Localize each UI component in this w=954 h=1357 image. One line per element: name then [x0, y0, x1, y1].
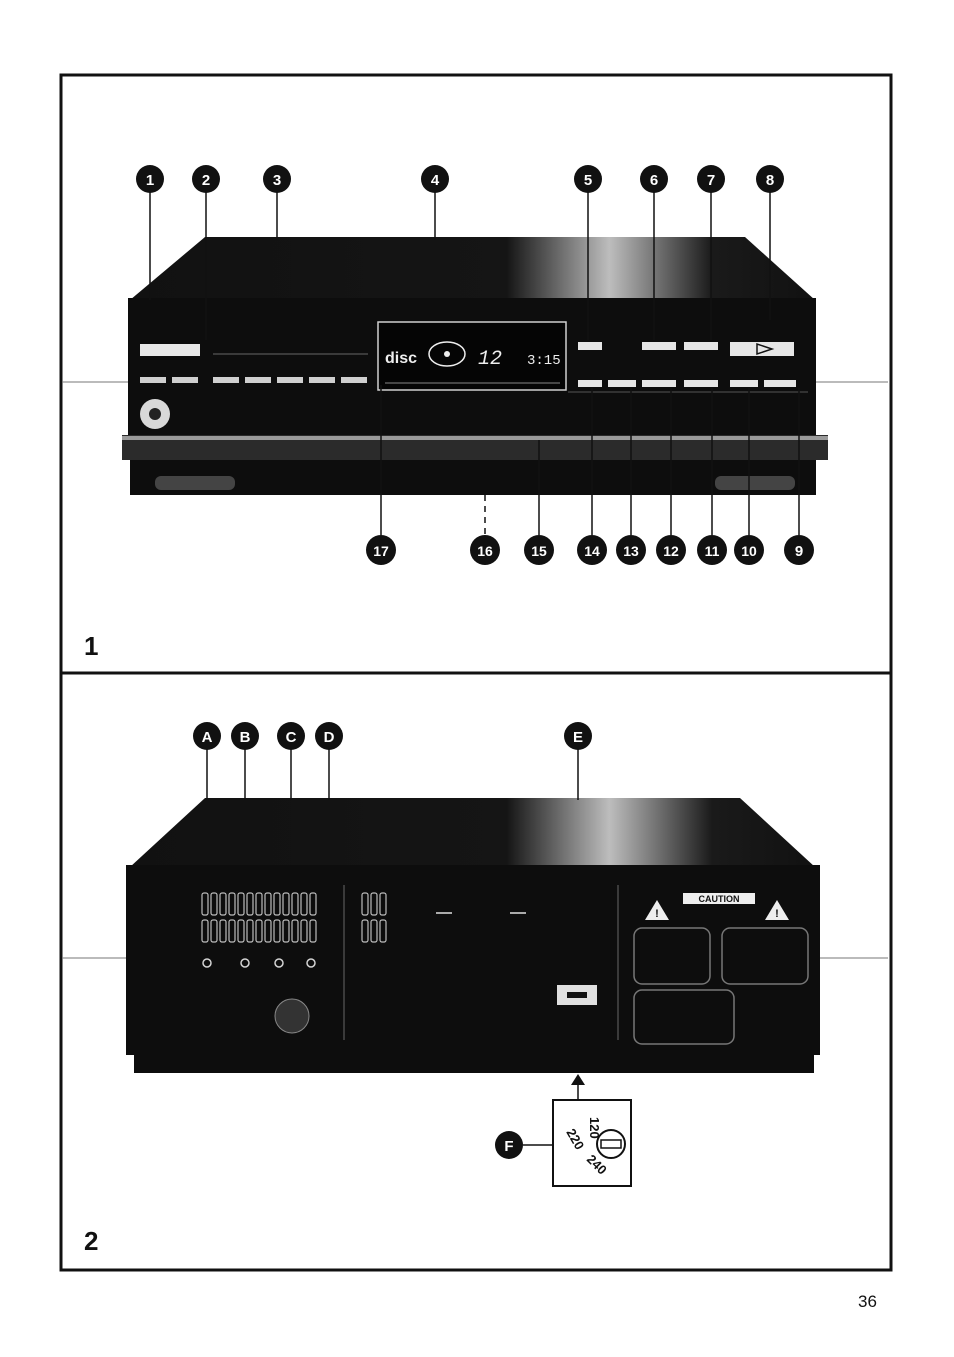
connector-socket	[274, 998, 310, 1034]
svg-text:3: 3	[273, 172, 281, 189]
figure-2-panel: ! ! CAUTION 120	[59, 671, 893, 1272]
svg-text:17: 17	[373, 543, 389, 559]
svg-text:16: 16	[477, 543, 493, 559]
display-time: 3:15	[527, 353, 561, 369]
callout-d: D	[315, 722, 343, 750]
disc-icon	[428, 341, 466, 367]
callout-12: 12	[656, 535, 686, 565]
callout-16: 16	[470, 535, 500, 565]
jack-a	[202, 958, 212, 968]
svg-text:13: 13	[623, 543, 639, 559]
callout-6: 6	[640, 165, 668, 193]
svg-text:!: !	[775, 908, 779, 920]
callout-e: E	[564, 722, 592, 750]
svg-text:11: 11	[705, 543, 720, 559]
figure-1-panel: disc 12 3:15	[59, 73, 893, 675]
warning-triangle-icon	[645, 900, 669, 920]
play-icon	[756, 342, 775, 356]
page-number: 36	[858, 1292, 877, 1311]
svg-text:A: A	[202, 729, 213, 746]
figure-2-label: 2	[84, 1226, 98, 1256]
caution-label-area: ! ! CAUTION	[633, 893, 809, 1045]
svg-text:E: E	[573, 729, 583, 746]
callout-10: 10	[734, 535, 764, 565]
callout-9: 9	[784, 535, 814, 565]
callout-2: 2	[192, 165, 220, 193]
callout-a: A	[193, 722, 221, 750]
svg-text:12: 12	[663, 543, 679, 559]
callout-5: 5	[574, 165, 602, 193]
cd-player-front: disc 12 3:15	[122, 237, 828, 495]
svg-text:9: 9	[795, 543, 803, 560]
display-disc-logo: disc	[385, 350, 417, 367]
voltage-dial	[596, 1129, 626, 1159]
svg-text:F: F	[504, 1138, 513, 1155]
svg-text:B: B	[240, 729, 251, 746]
jack-c	[274, 958, 284, 968]
svg-text:6: 6	[650, 172, 658, 189]
callout-8: 8	[756, 165, 784, 193]
play-button	[730, 342, 794, 356]
callout-17: 17	[366, 535, 396, 565]
caution-label: CAUTION	[699, 894, 740, 904]
voltage-selector-detail: 120 220 240	[552, 1099, 632, 1187]
svg-text:4: 4	[431, 172, 440, 189]
display-window: disc 12 3:15	[377, 321, 567, 391]
callout-1: 1	[136, 165, 164, 193]
callout-11: 11	[697, 535, 727, 565]
svg-text:D: D	[324, 729, 335, 746]
jack-b	[240, 958, 250, 968]
voltage-120: 120	[587, 1117, 602, 1139]
svg-text:2: 2	[202, 172, 210, 189]
svg-text:1: 1	[146, 172, 154, 189]
svg-text:15: 15	[531, 543, 547, 559]
callout-f: F	[495, 1131, 523, 1159]
svg-text:C: C	[286, 729, 297, 746]
cd-player-rear: ! ! CAUTION	[126, 798, 820, 1073]
callout-b: B	[231, 722, 259, 750]
svg-text:7: 7	[707, 172, 715, 189]
callout-3: 3	[263, 165, 291, 193]
svg-text:8: 8	[766, 172, 774, 189]
svg-text:14: 14	[584, 543, 600, 559]
jack-d	[306, 958, 316, 968]
callout-4: 4	[421, 165, 449, 193]
callout-c: C	[277, 722, 305, 750]
callout-15: 15	[524, 535, 554, 565]
callout-13: 13	[616, 535, 646, 565]
callout-14: 14	[577, 535, 607, 565]
warning-triangle-icon-2	[765, 900, 789, 920]
svg-text:5: 5	[584, 172, 592, 189]
figure-1-label: 1	[84, 631, 98, 661]
power-button	[140, 344, 200, 356]
svg-text:10: 10	[741, 543, 757, 559]
svg-text:!: !	[655, 908, 659, 920]
display-track: 12	[478, 348, 502, 371]
arrow-up-icon	[571, 1074, 585, 1085]
callout-7: 7	[697, 165, 725, 193]
